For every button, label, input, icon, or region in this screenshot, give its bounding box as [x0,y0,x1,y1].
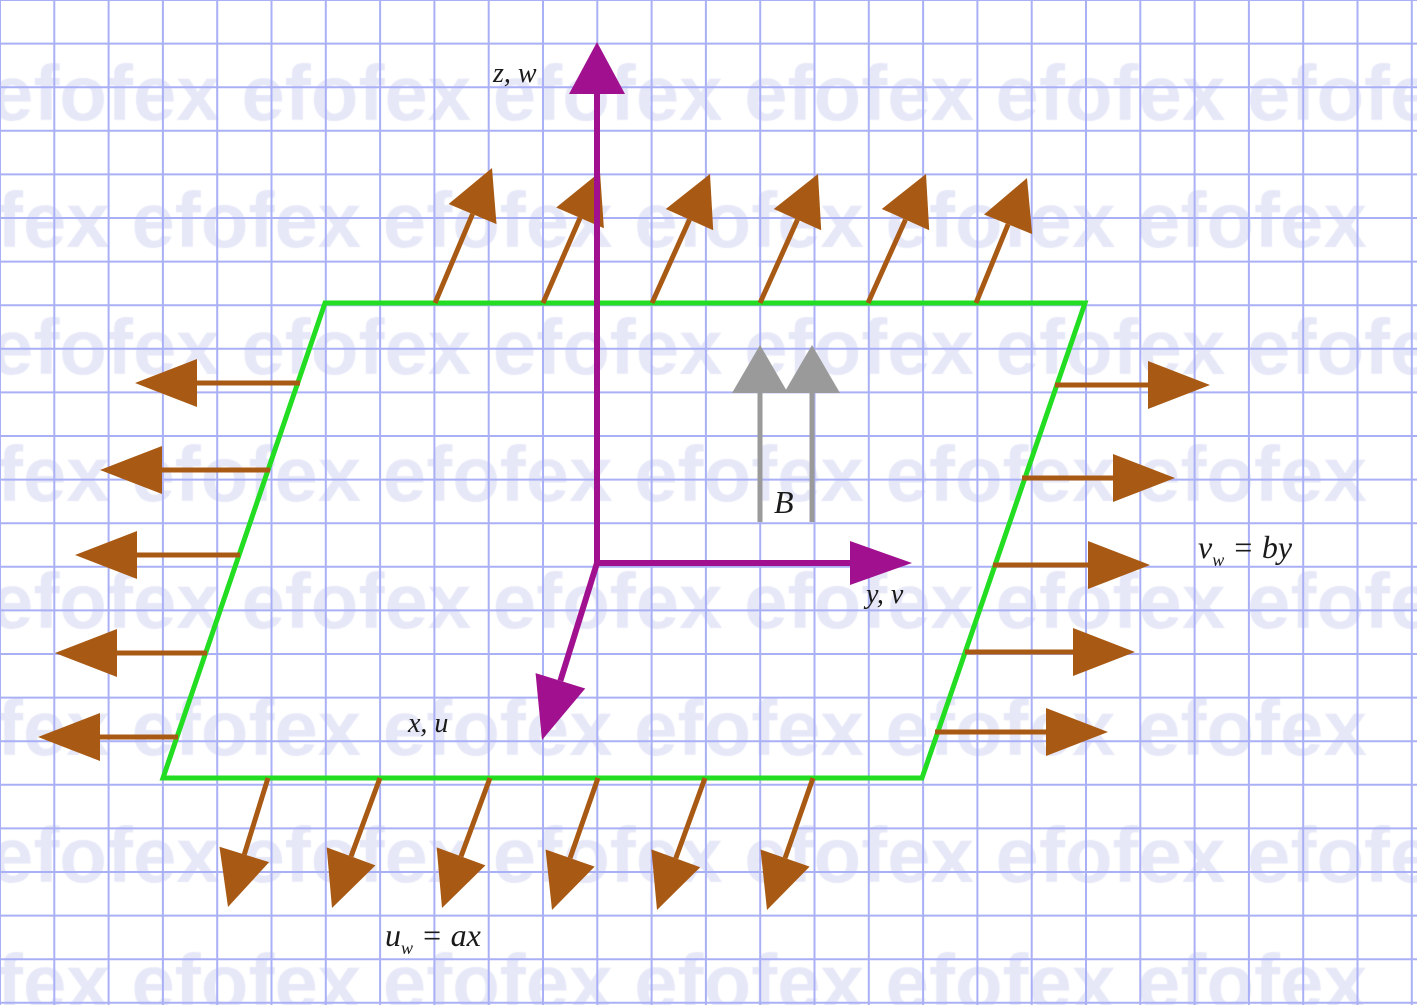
bottom-edge-arrow [326,777,383,908]
bottom-edge-arrow [760,777,816,910]
arrowhead-icon [1073,628,1135,676]
magnetic-field-label: B [774,484,794,520]
arrowhead-icon [665,174,714,231]
y-axis-arrow [597,541,912,585]
normal-velocity-arrow [865,174,930,305]
normal-velocity-arrow [649,174,714,305]
arrowhead-icon [448,168,497,225]
left-edge-arrow [75,531,240,579]
arrowhead-icon [881,174,930,231]
arrowhead-icon [556,172,604,229]
normal-velocity-arrow [432,168,497,304]
bottom-edge-arrow [545,777,601,910]
normal-velocity-arrow [540,172,604,304]
arrowhead-icon [545,849,595,910]
arrowhead-icon [569,42,625,94]
magnetic-field-arrow [784,345,840,522]
arrowhead-icon [850,541,912,585]
left-edge-arrow [38,713,178,761]
bottom-edge-arrow [219,777,271,907]
z-axis-arrow [569,42,625,563]
magnetic-field-arrow [732,345,788,522]
arrowhead-icon [135,359,197,407]
arrowhead-icon [1046,708,1108,756]
stretching-sheet [159,300,1089,781]
arrowhead-icon [219,846,270,907]
right-edge-arrow [965,628,1135,676]
bottom-edge-arrow [436,777,493,908]
v-wall-equation: vw = by [1198,529,1293,570]
x-axis-arrow [535,562,600,740]
arrowhead-icon [732,345,788,393]
arrowhead-icon [436,847,486,908]
bottom-edge-arrow [651,777,708,910]
left-edge-arrow [135,359,300,407]
right-edge-arrow [1055,361,1210,409]
normal-velocity-arrow [757,174,822,305]
arrowhead-icon [1148,361,1210,409]
arrowhead-icon [651,849,701,910]
x-axis-label: x, u [407,708,448,739]
u-wall-equation: uw = ax [385,917,481,958]
normal-velocity-arrow [973,178,1033,304]
right-edge-arrow [1022,454,1175,502]
left-edge-arrow [100,446,270,494]
velocity-arrows [38,168,1210,910]
arrowhead-icon [55,629,117,677]
axes [535,42,912,740]
arrowhead-icon [1088,541,1150,589]
y-axis-label: y, v [863,579,904,610]
arrowhead-icon [784,345,840,393]
arrowhead-icon [984,178,1033,235]
arrowhead-icon [38,713,100,761]
arrowhead-icon [75,531,137,579]
arrowhead-icon [326,847,376,908]
right-edge-arrow [935,708,1108,756]
left-edge-arrow [55,629,207,677]
arrowhead-icon [100,446,162,494]
arrowhead-icon [1113,454,1175,502]
arrowhead-icon [760,849,810,910]
arrowhead-icon [535,673,586,740]
arrowhead-icon [773,174,822,231]
z-axis-label: z, w [492,58,537,89]
right-edge-arrow [993,541,1150,589]
